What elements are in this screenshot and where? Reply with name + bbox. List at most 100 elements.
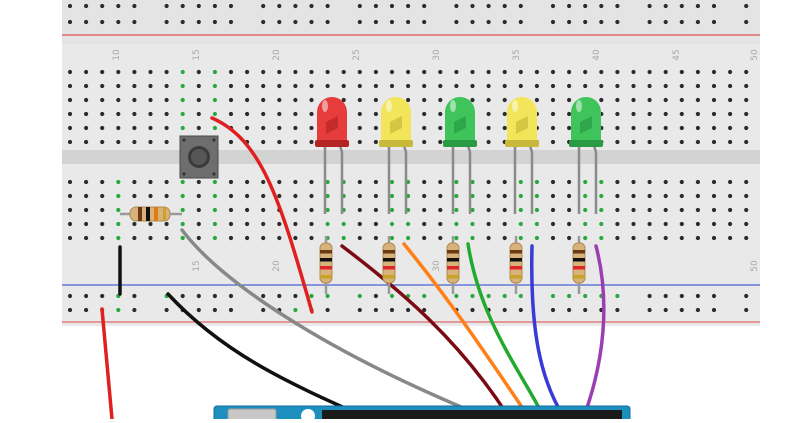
breadboard-hole xyxy=(293,221,298,227)
breadboard-hole xyxy=(744,125,749,131)
breadboard-hole xyxy=(180,111,185,117)
breadboard-hole xyxy=(132,111,137,117)
breadboard-hole xyxy=(245,179,250,185)
breadboard-hole xyxy=(583,83,588,89)
top-strip-hole xyxy=(67,19,73,25)
breadboard-hole xyxy=(245,125,250,131)
breadboard-hole xyxy=(470,193,475,199)
rail-hole xyxy=(196,307,201,313)
breadboard-hole xyxy=(728,179,733,185)
breadboard-hole xyxy=(695,125,701,131)
breadboard-hole xyxy=(245,235,250,241)
rail-hole xyxy=(615,293,620,299)
breadboard-hole xyxy=(567,179,572,185)
breadboard-hole xyxy=(309,207,314,213)
breadboard-hole xyxy=(663,83,668,89)
breadboard-hole xyxy=(615,97,620,103)
breadboard-hole xyxy=(438,83,443,89)
breadboard-hole xyxy=(100,97,105,103)
rail-hole xyxy=(100,293,105,299)
rail-hole xyxy=(744,293,749,299)
breadboard-hole xyxy=(389,69,395,75)
column-number-label: 30 xyxy=(432,260,442,272)
column-number-label: 30 xyxy=(432,49,442,61)
breadboard-hole xyxy=(663,139,668,145)
top-strip-hole xyxy=(373,3,378,9)
top-strip-hole xyxy=(84,3,89,9)
rail-hole xyxy=(261,293,266,299)
breadboard-hole xyxy=(228,207,234,213)
breadboard-hole xyxy=(389,235,395,241)
breadboard-hole xyxy=(293,207,298,213)
breadboard-hole xyxy=(212,111,217,117)
breadboard-hole xyxy=(567,97,572,103)
top-strip-hole xyxy=(164,19,169,25)
top-strip-hole xyxy=(695,3,701,9)
breadboard-hole xyxy=(583,221,588,227)
breadboard-hole xyxy=(470,69,475,75)
breadboard-hole xyxy=(196,83,201,89)
breadboard-hole xyxy=(615,69,620,75)
breadboard-hole xyxy=(357,111,362,117)
breadboard-hole xyxy=(438,207,443,213)
led-resistor xyxy=(572,236,586,294)
center-channel xyxy=(62,150,760,164)
rail-hole xyxy=(679,307,684,313)
breadboard-hole xyxy=(470,97,475,103)
breadboard-hole xyxy=(132,69,137,75)
breadboard-hole xyxy=(245,193,250,199)
breadboard-hole xyxy=(196,111,201,117)
breadboard-hole xyxy=(679,235,684,241)
breadboard-hole xyxy=(502,221,507,227)
breadboard-hole xyxy=(647,207,652,213)
top-strip-hole xyxy=(228,19,234,25)
breadboard-hole xyxy=(711,125,717,131)
breadboard-hole xyxy=(148,139,153,145)
top-strip-hole xyxy=(486,19,491,25)
breadboard-hole xyxy=(67,97,73,103)
breadboard-hole xyxy=(518,207,523,213)
rail-hole xyxy=(132,307,137,313)
breadboard-hole xyxy=(695,193,701,199)
breadboard-hole xyxy=(631,193,636,199)
breadboard-hole xyxy=(100,193,105,199)
breadboard-hole xyxy=(679,139,684,145)
breadboard-hole xyxy=(744,83,749,89)
rail-hole xyxy=(67,307,73,313)
breadboard-hole xyxy=(100,139,105,145)
rail-hole xyxy=(212,307,217,313)
breadboard-hole xyxy=(84,235,89,241)
breadboard-hole xyxy=(148,235,153,241)
rail-hole xyxy=(583,307,588,313)
breadboard-hole xyxy=(132,235,137,241)
breadboard-hole xyxy=(100,221,105,227)
breadboard-hole xyxy=(212,97,217,103)
breadboard-hole xyxy=(615,207,620,213)
rail-hole xyxy=(663,293,668,299)
breadboard-hole xyxy=(744,69,749,75)
breadboard-hole xyxy=(228,139,234,145)
breadboard-hole xyxy=(679,207,684,213)
breadboard-hole xyxy=(583,69,588,75)
breadboard-hole xyxy=(277,193,282,199)
breadboard-hole xyxy=(309,139,314,145)
breadboard-hole xyxy=(373,83,378,89)
breadboard-hole xyxy=(164,193,169,199)
top-strip-hole xyxy=(470,19,475,25)
breadboard-hole xyxy=(261,83,266,89)
top-strip-hole xyxy=(357,3,362,9)
leds xyxy=(315,97,603,214)
breadboard-hole xyxy=(277,221,282,227)
breadboard-hole xyxy=(293,69,298,75)
column-number-label: 10 xyxy=(112,49,122,61)
wire-red-power xyxy=(100,307,114,421)
breadboard-hole xyxy=(148,221,153,227)
breadboard-hole xyxy=(534,193,540,199)
led-yellow xyxy=(505,97,539,214)
top-strip-hole xyxy=(599,19,604,25)
breadboard-hole xyxy=(132,193,137,199)
rail-hole xyxy=(357,307,362,313)
breadboard-hole xyxy=(67,193,73,199)
breadboard-hole xyxy=(148,125,153,131)
breadboard-hole xyxy=(67,83,73,89)
